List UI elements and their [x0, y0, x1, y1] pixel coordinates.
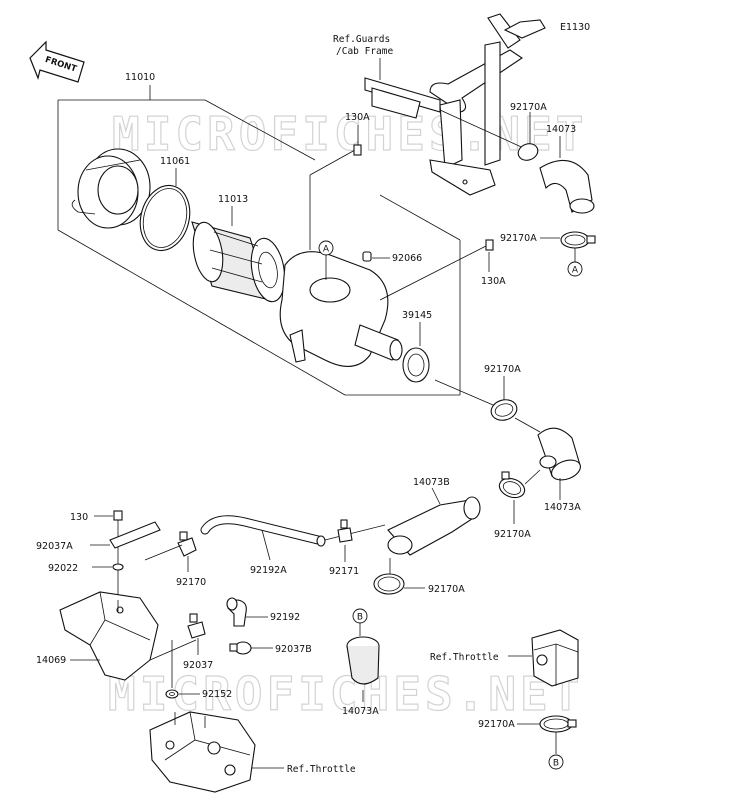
elbow-duct-14073a-mid	[537, 427, 581, 500]
callout-a-clamp: A	[572, 266, 579, 276]
cover-to-hose-line	[144, 544, 183, 561]
clamp-92037	[187, 613, 206, 655]
elbow-duct-14073a-low	[346, 636, 380, 702]
front-arrow-icon: FRONT	[29, 40, 85, 83]
clamp-92170a-b	[373, 558, 425, 595]
part-130a-right-label: 130A	[481, 276, 506, 287]
watermark-top: MICROFICHES.NET	[112, 107, 587, 161]
air-cleaner-bracket-lines	[57, 85, 461, 396]
cab-frame-structure	[364, 13, 546, 196]
part-92170a-low-label: 92170A	[494, 529, 531, 540]
part-92170-label: 92170	[176, 577, 206, 588]
bolt-130a-right	[379, 239, 494, 301]
bolt-130	[94, 510, 123, 600]
svg-text:B: B	[357, 613, 363, 623]
clamp-92170a-mid	[490, 376, 541, 433]
part-92170a-top-label: 92170A	[510, 102, 547, 113]
clamp-92170	[177, 531, 197, 572]
bolt-130a-top	[353, 125, 362, 156]
clamp-92170a-top	[517, 112, 539, 161]
air-cleaner-cover	[71, 148, 151, 229]
part-130-label: 130	[70, 512, 88, 523]
throttle-body-right	[508, 629, 579, 687]
part-92022-label: 92022	[48, 563, 78, 574]
air-cleaner-housing	[279, 251, 403, 367]
part-92192a-label: 92192A	[250, 565, 287, 576]
part-92170a-b-label: 92170A	[428, 584, 465, 595]
part-14069-label: 14069	[36, 655, 66, 666]
clamp-92171	[337, 519, 353, 562]
part-92170a-mid-label: 92170A	[484, 364, 521, 375]
part-92037a-label: 92037A	[36, 541, 73, 552]
part-92171-label: 92171	[329, 566, 359, 577]
cover-14069	[59, 591, 159, 681]
part-92170a-a-label: 92170A	[500, 233, 537, 244]
callout-a-housing: A	[318, 240, 334, 280]
seal-ring-39145	[402, 322, 430, 383]
callout-b-duct: B	[352, 608, 368, 636]
part-11010-label: 11010	[125, 72, 155, 83]
frame-to-clamp-line	[439, 109, 529, 151]
svg-text:A: A	[323, 245, 330, 255]
ring-to-clamp-line	[434, 379, 501, 409]
clamp-92170a-a: A	[540, 231, 596, 277]
grommet-92066	[362, 251, 390, 262]
clamp-92037b	[229, 641, 273, 655]
part-92066-label: 92066	[392, 253, 422, 264]
intake-duct-14073b	[387, 487, 481, 556]
part-11013-label: 11013	[218, 194, 248, 205]
washer-92022	[92, 563, 124, 571]
throttle-body-bottom	[149, 711, 284, 793]
diagram-code: E1130	[560, 22, 590, 33]
part-130a-top-label: 130A	[345, 112, 370, 123]
ref-guards-label: Ref.Guards	[333, 34, 390, 45]
ref-throttle-right-label: Ref.Throttle	[430, 652, 499, 663]
part-14073a-mid-label: 14073A	[544, 502, 581, 513]
clamp-92170a-bottom: B	[517, 715, 577, 770]
ref-cab-frame-label: /Cab Frame	[336, 46, 393, 57]
part-11061-label: 11061	[160, 156, 190, 167]
part-92170a-bottom-label: 92170A	[478, 719, 515, 730]
part-92192-label: 92192	[270, 612, 300, 623]
washer-92152	[165, 640, 200, 699]
breather-hose-92192a	[200, 515, 386, 561]
clamp-92170a-low	[498, 469, 541, 524]
bracket-92037a	[90, 521, 161, 549]
cover-to-clamp-line	[149, 639, 197, 661]
part-39145-label: 39145	[402, 310, 432, 321]
part-92037b-label: 92037B	[275, 644, 312, 655]
part-14073a-low-label: 14073A	[342, 706, 379, 717]
hose-elbow-92192	[226, 597, 268, 627]
part-14073-label: 14073	[546, 124, 576, 135]
ref-throttle-bottom-label: Ref.Throttle	[287, 764, 356, 775]
o-ring-11061	[139, 168, 191, 252]
part-14073b-label: 14073B	[413, 477, 450, 488]
callout-b-clamp: B	[553, 759, 559, 769]
air-filter-element-11013	[191, 206, 286, 303]
part-92152-label: 92152	[202, 689, 232, 700]
elbow-duct-14073	[539, 136, 595, 214]
part-92037-label: 92037	[183, 660, 213, 671]
